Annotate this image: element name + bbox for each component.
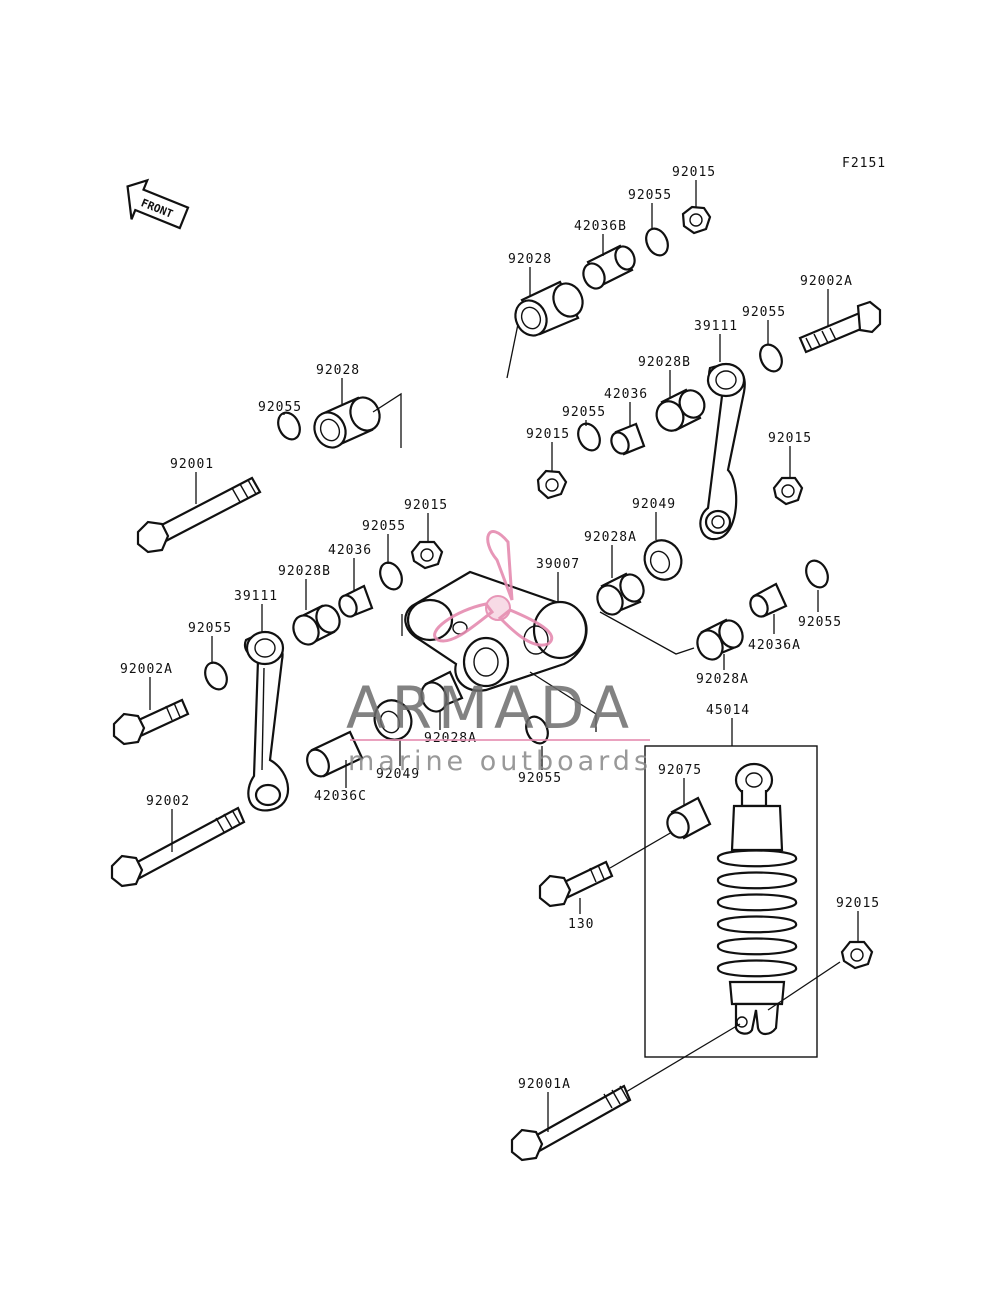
part-label: 92049: [376, 767, 420, 782]
part-label: 92055: [362, 519, 406, 534]
part-label: 92028A: [584, 530, 637, 545]
bushing-92028b-left: [292, 604, 341, 646]
shock-absorber-45014: [716, 762, 798, 1036]
part-label: 92001A: [518, 1077, 571, 1092]
watermark-tagline: marine outboards: [348, 746, 652, 777]
part-label: 42036: [604, 387, 648, 402]
nut-92015-left: [410, 540, 444, 570]
ring-92055-right: [759, 343, 783, 373]
part-label: 42036: [328, 543, 372, 558]
part-label: 92055: [188, 621, 232, 636]
sleeve-42036-left: [338, 584, 374, 618]
part-label: 45014: [706, 703, 750, 718]
part-label: 130: [568, 917, 594, 932]
part-label: 92075: [658, 763, 702, 778]
propeller-logo-icon: [433, 530, 554, 647]
ring-92055-left-mid: [379, 561, 403, 591]
part-label: 92028B: [638, 355, 691, 370]
part-label: 39111: [234, 589, 278, 604]
part-label: 39007: [536, 557, 580, 572]
bolt-92001: [136, 476, 262, 554]
ring-92055-top: [645, 227, 669, 257]
bolt-130: [538, 860, 614, 908]
part-label: 92015: [526, 427, 570, 442]
sleeve-42036a: [749, 582, 788, 618]
part-label: 92002: [146, 794, 190, 809]
part-label: 42036A: [748, 638, 801, 653]
part-label: 92028A: [696, 672, 749, 687]
part-label: 92055: [628, 188, 672, 203]
sleeve-42036c: [306, 730, 364, 778]
bushing-92028b-right: [655, 388, 706, 432]
ring-92055-mid-right: [577, 422, 601, 452]
shock-assembly-frame: [644, 745, 818, 1058]
part-label: 92055: [518, 771, 562, 786]
collar-92049-left: [373, 699, 413, 741]
part-label: 92055: [258, 400, 302, 415]
part-label: 39111: [694, 319, 738, 334]
part-label: 92015: [836, 896, 880, 911]
rocker-arm-39007: [404, 570, 588, 692]
nut-92015-shock: [840, 940, 874, 970]
armada-watermark: ARMADA marine outboards: [346, 530, 652, 777]
front-arrow-icon: FRONT: [126, 178, 190, 230]
tie-rod-39111-left: [243, 630, 290, 812]
nut-92015-mid: [536, 469, 568, 500]
sleeve-42036-right: [610, 422, 646, 456]
part-label: 92055: [742, 305, 786, 320]
part-label: 92028: [316, 363, 360, 378]
part-labels: 92015 92055 42036B 92028 92002A 92055 39…: [120, 165, 880, 1132]
nut-92015-right: [772, 476, 804, 506]
part-label: 92015: [672, 165, 716, 180]
ring-92055-far-right: [805, 559, 829, 589]
ring-92055-center-low: [525, 715, 549, 745]
part-label: 42036C: [314, 789, 367, 804]
part-label: 92049: [632, 497, 676, 512]
ring-92055-left-low: [204, 661, 228, 691]
part-label: 92055: [798, 615, 842, 630]
bolt-92002a-left: [112, 698, 190, 746]
bushing-92028a-center: [596, 572, 645, 616]
bushing-92028a-low: [420, 670, 464, 713]
part-label: 92015: [404, 498, 448, 513]
watermark-brand: ARMADA: [346, 674, 635, 742]
collar-92049-right: [643, 539, 683, 581]
part-label: 92015: [768, 431, 812, 446]
bolt-92002a-right: [798, 300, 882, 354]
tie-rod-39111-right: [699, 362, 746, 541]
ring-92055-left-top: [277, 411, 301, 441]
bolt-92001a: [510, 1084, 632, 1162]
collar-92075: [666, 796, 712, 840]
bolt-92002: [110, 806, 246, 888]
bushing-92028-top: [514, 280, 584, 337]
sleeve-42036b: [582, 244, 636, 290]
bushing-92028-left: [313, 396, 381, 449]
part-label: 92028: [508, 252, 552, 267]
part-label: 92001: [170, 457, 214, 472]
part-label: 92002A: [800, 274, 853, 289]
bushing-92028a-right: [696, 618, 744, 661]
nut-92015-top: [681, 205, 712, 235]
part-label: 42036B: [574, 219, 627, 234]
part-label: 92028A: [424, 731, 477, 746]
figure-code: F2151: [842, 156, 886, 171]
part-label: 92055: [562, 405, 606, 420]
part-label: 92028B: [278, 564, 331, 579]
part-label: 92002A: [120, 662, 173, 677]
